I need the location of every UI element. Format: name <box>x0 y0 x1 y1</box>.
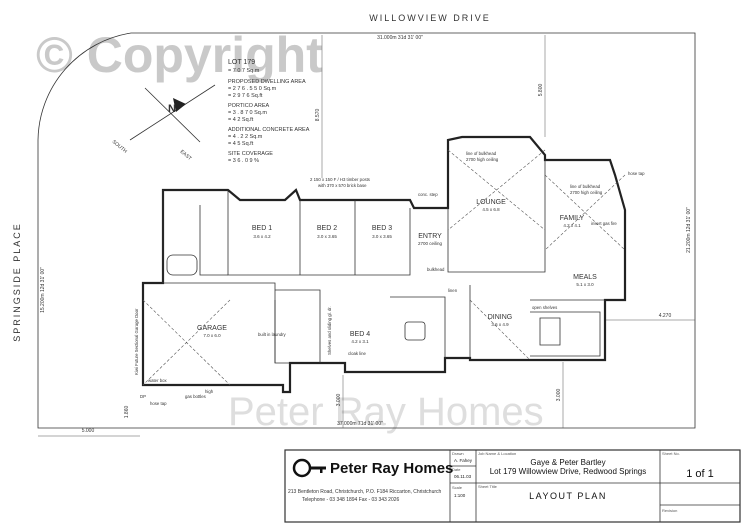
scale-label: Scale <box>452 485 463 490</box>
note-lounge-ceiling: 2700 high ceiling <box>466 157 499 162</box>
boundary-label-right: 21.200m 12d 31' 00" <box>686 207 692 253</box>
note-built-in-laundry: built in laundry <box>258 332 287 337</box>
note-family-ceiling: 2700 high ceiling <box>570 190 603 195</box>
dwelling-area-title: PROPOSED DWELLING AREA <box>228 79 306 85</box>
note-garage-door: Kiwi Future Sectional Garage Door <box>134 308 139 375</box>
dwelling-area-m2: = 2 7 6 . 5 5 0 Sq.m <box>228 86 277 92</box>
client-label: Job Name & Location <box>478 451 517 456</box>
note-bulkhead: bulkhead <box>427 267 445 272</box>
boundary-label-top: 31.000m 31d 31' 00" <box>377 35 423 41</box>
note-cloak-line: cloak line <box>348 351 367 356</box>
room-name: BED 2 <box>317 225 337 232</box>
dimension-rear-setback: 3.000 <box>336 394 342 407</box>
note-brick-base: with 370 x 570 brick base <box>318 183 367 188</box>
sheet-no-label: Sheet No. <box>662 451 680 456</box>
room-size: 2700 ceiling <box>418 241 443 246</box>
note-shelves: Shelves and sliding gl. dr. <box>327 306 332 355</box>
boundary-label-left: 15.200m 12d 31' 00" <box>40 267 46 313</box>
room-name: ENTRY <box>418 233 442 240</box>
site-coverage-title: SITE COVERAGE <box>228 151 273 157</box>
house-walls <box>141 135 627 394</box>
room-size: 5.1 x 3.0 <box>576 282 594 287</box>
key-logo-icon <box>292 458 326 478</box>
title-block <box>284 449 741 523</box>
client-name: Gaye & Peter Bartley <box>530 458 606 467</box>
dimension-left-offset: 5.000 <box>82 428 95 434</box>
note-gas-bottles: gas bottles <box>185 394 206 399</box>
drawn-label: Drawn <box>452 451 464 456</box>
dimension-rear-right: 3.000 <box>556 389 562 402</box>
room-name: BED 3 <box>372 225 392 232</box>
room-size: 4.5 x 6.8 <box>482 207 500 212</box>
note-family-bulkhead: line of bulkhead <box>570 184 601 189</box>
portico-area-title: PORTICO AREA <box>228 103 269 109</box>
note-conc-step: conc. step <box>418 192 438 197</box>
room-size: 4.2 x 4.1 <box>563 223 581 228</box>
site-boundary <box>37 32 696 429</box>
date-label: Date <box>452 467 461 472</box>
revision-label: Revision <box>662 508 678 513</box>
room-size: 3.6 x 4.9 <box>491 322 509 327</box>
room-size: 7.0 x 6.0 <box>203 333 221 338</box>
copyright-watermark: © Copyright <box>36 27 323 83</box>
brand-watermark: Peter Ray Homes <box>228 390 544 434</box>
room-name: LOUNGE <box>476 199 506 206</box>
east-label: EAST <box>179 149 193 162</box>
lot-number: LOT 179 <box>228 59 255 66</box>
south-label: SOUTH <box>111 139 129 155</box>
lot-area: = 7 0 7 Sq.m <box>228 68 260 74</box>
sheet-number: 1 of 1 <box>686 468 714 480</box>
note-hose-tap-bottom: hose tap <box>150 401 167 406</box>
room-size: 3.6 x 4.2 <box>253 234 271 239</box>
street-name-left: SPRINGSIDE PLACE <box>12 222 22 342</box>
room-name: BED 1 <box>252 225 272 232</box>
room-name: BED 4 <box>350 331 370 338</box>
note-open-shelves: open shelves <box>532 305 557 310</box>
site-coverage-value: = 3 6 . 0 9 % <box>228 158 259 164</box>
drawn-by: A. Fahey <box>454 458 473 463</box>
note-dp: DP <box>140 394 146 399</box>
plan-notes: 2 150 x 150 F / H3 timber posts with 370… <box>134 151 645 406</box>
company-address: 213 Bentleton Road, Christchurch, P.O. F… <box>288 489 442 495</box>
room-size: 3.0 x 3.65 <box>372 234 392 239</box>
note-insert-gas-fire: insert gas fire <box>591 221 617 226</box>
note-lounge-bulkhead: line of bulkhead <box>466 151 497 156</box>
date-value: 06.11.03 <box>454 474 472 479</box>
note-linen: linen <box>448 288 458 293</box>
company-name: Peter Ray Homes <box>330 460 454 477</box>
note-timber-posts: 2 150 x 150 F / H3 timber posts <box>310 177 370 182</box>
portico-area-ft2: = 4 2 Sq.ft <box>228 117 254 123</box>
concrete-area-ft2: = 4 5 Sq.ft <box>228 141 254 147</box>
north-label: N <box>168 103 176 115</box>
room-name: GARAGE <box>197 325 227 332</box>
dimension-bottom-left: 1.860 <box>124 406 130 419</box>
boundary-label-bottom: 37.000m 71d 31' 00" <box>337 421 383 427</box>
room-name: DINING <box>488 314 513 321</box>
room-labels: BED 1 3.6 x 4.2 BED 2 3.0 x 3.65 BED 3 3… <box>197 199 597 344</box>
company-phone: Telephone - 03 348 1894 Fax - 03 343 202… <box>302 497 400 503</box>
note-water-box: water box <box>148 378 167 383</box>
dwelling-area-ft2: = 2 9 7 6 Sq.ft <box>228 93 263 99</box>
scale-value: 1:100 <box>454 493 466 498</box>
room-size: 3.0 x 3.65 <box>317 234 337 239</box>
sheet-title: LAYOUT PLAN <box>529 491 607 501</box>
room-name: FAMILY <box>560 215 585 222</box>
dimension-meals-side: 4.270 <box>659 313 672 319</box>
room-size: 4.2 x 3.1 <box>351 339 369 344</box>
street-name-top: WILLOWVIEW DRIVE <box>369 13 491 23</box>
note-hose-tap: hose tap <box>628 171 645 176</box>
dimension-front-setback: 8.570 <box>315 109 321 122</box>
compass-rose: N EAST SOUTH <box>111 84 216 162</box>
job-location: Lot 179 Willowview Drive, Redwood Spring… <box>489 467 647 476</box>
note-high: high <box>205 389 214 394</box>
room-name: MEALS <box>573 274 597 281</box>
concrete-area-m2: = 4 . 2 2 Sq.m <box>228 134 263 140</box>
lot-information: LOT 179 = 7 0 7 Sq.m PROPOSED DWELLING A… <box>228 59 310 164</box>
dimension-lounge-setback: 5.800 <box>538 84 544 97</box>
portico-area-m2: = 3 . 8 7 0 Sq.m <box>228 110 267 116</box>
concrete-area-title: ADDITIONAL CONCRETE AREA <box>228 127 310 133</box>
sheet-title-label: Sheet Title <box>478 484 497 489</box>
